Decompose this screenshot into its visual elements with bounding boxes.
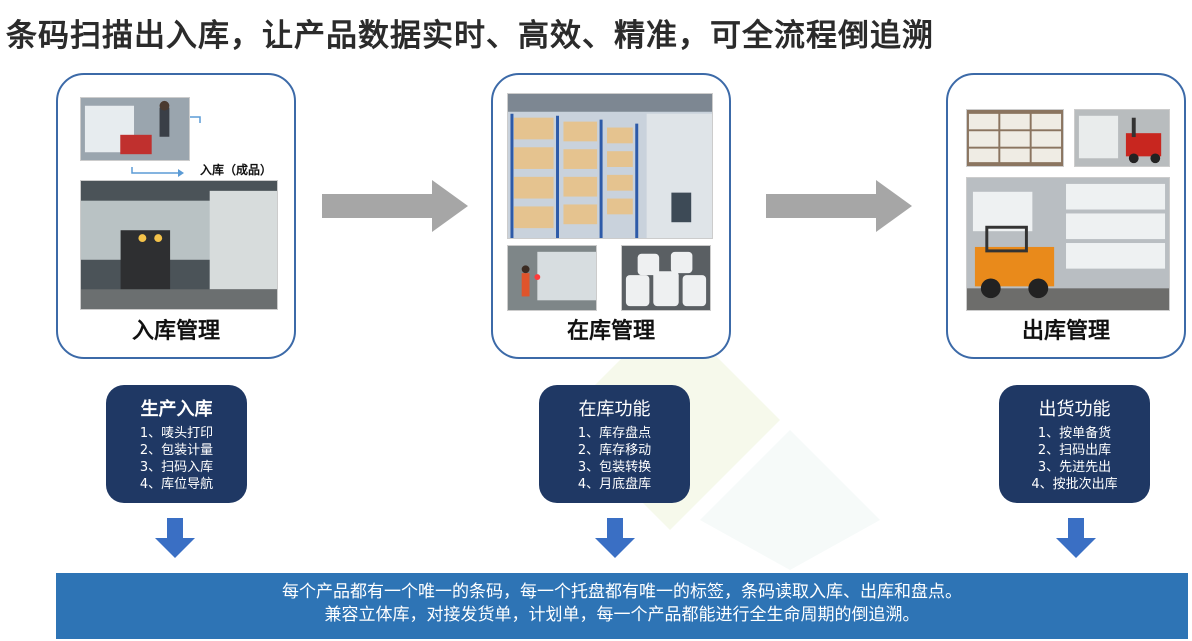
connector-line (131, 116, 201, 177)
inbound-photo-top (80, 97, 190, 161)
function-item: 3、扫码入库 (139, 460, 214, 475)
inbound-stage-label: 入库管理 (131, 319, 220, 344)
function-item: 2、包装计量 (139, 443, 214, 458)
function-title: 在库功能 (578, 399, 651, 420)
shipping-function-box: 出货功能 1、按单备货 2、扫码出库 3、先进先出 4、按批次出库 (999, 385, 1150, 503)
right-arrow-icon (322, 180, 468, 232)
production-inbound-function-box: 生产入库 1、唛头打印 2、包装计量 3、扫码入库 4、库位导航 (106, 385, 247, 503)
function-item: 2、库存移动 (577, 443, 652, 458)
function-title: 出货功能 (1038, 399, 1111, 420)
function-item: 3、先进先出 (1037, 460, 1112, 475)
function-item: 4、按批次出库 (1031, 477, 1118, 492)
inventory-function-box: 在库功能 1、库存盘点 2、库存移动 3、包装转换 4、月底盘库 (539, 385, 690, 503)
banner-line-1: 每个产品都有一个唯一的条码，每一个托盘都有唯一的标签，条码读取入库、出库和盘点。 (282, 582, 962, 602)
outbound-photo-forklift-small (1074, 109, 1170, 167)
summary-banner: 每个产品都有一个唯一的条码，每一个托盘都有唯一的标签，条码读取入库、出库和盘点。… (56, 573, 1188, 639)
function-item: 2、扫码出库 (1037, 443, 1112, 458)
function-item: 3、包装转换 (577, 460, 652, 475)
down-arrow-icon (155, 518, 195, 558)
function-item: 1、唛头打印 (139, 426, 214, 441)
inventory-photo-bags (621, 245, 711, 311)
function-item: 4、月底盘库 (577, 477, 652, 492)
function-item: 4、库位导航 (139, 477, 214, 492)
inbound-photo-main (80, 180, 278, 310)
banner-line-2: 兼容立体库，对接发货单，计划单，每一个产品都能进行全生命周期的倒追溯。 (324, 605, 920, 625)
inbound-photo-tag: 入库（成品） (200, 163, 273, 177)
inbound-stage-card: 入库（成品） 入库管理 (56, 73, 296, 359)
outbound-photo-goods (966, 109, 1064, 167)
inventory-photo-scan (507, 245, 597, 311)
outbound-photo-forklift-main (966, 177, 1170, 311)
inventory-stage-label: 在库管理 (566, 319, 655, 344)
function-title: 生产入库 (140, 399, 213, 420)
down-arrow-icon (595, 518, 635, 558)
inventory-stage-card: 在库管理 (491, 73, 731, 359)
function-item: 1、库存盘点 (577, 426, 652, 441)
outbound-stage-card: 出库管理 (946, 73, 1186, 359)
right-arrow-icon (766, 180, 912, 232)
function-item: 1、按单备货 (1037, 426, 1112, 441)
inventory-photo-rack (507, 93, 713, 239)
page-title: 条码扫描出入库，让产品数据实时、高效、精准，可全流程倒追溯 (6, 18, 934, 54)
down-arrow-icon (1056, 518, 1096, 558)
outbound-stage-label: 出库管理 (1021, 319, 1110, 344)
